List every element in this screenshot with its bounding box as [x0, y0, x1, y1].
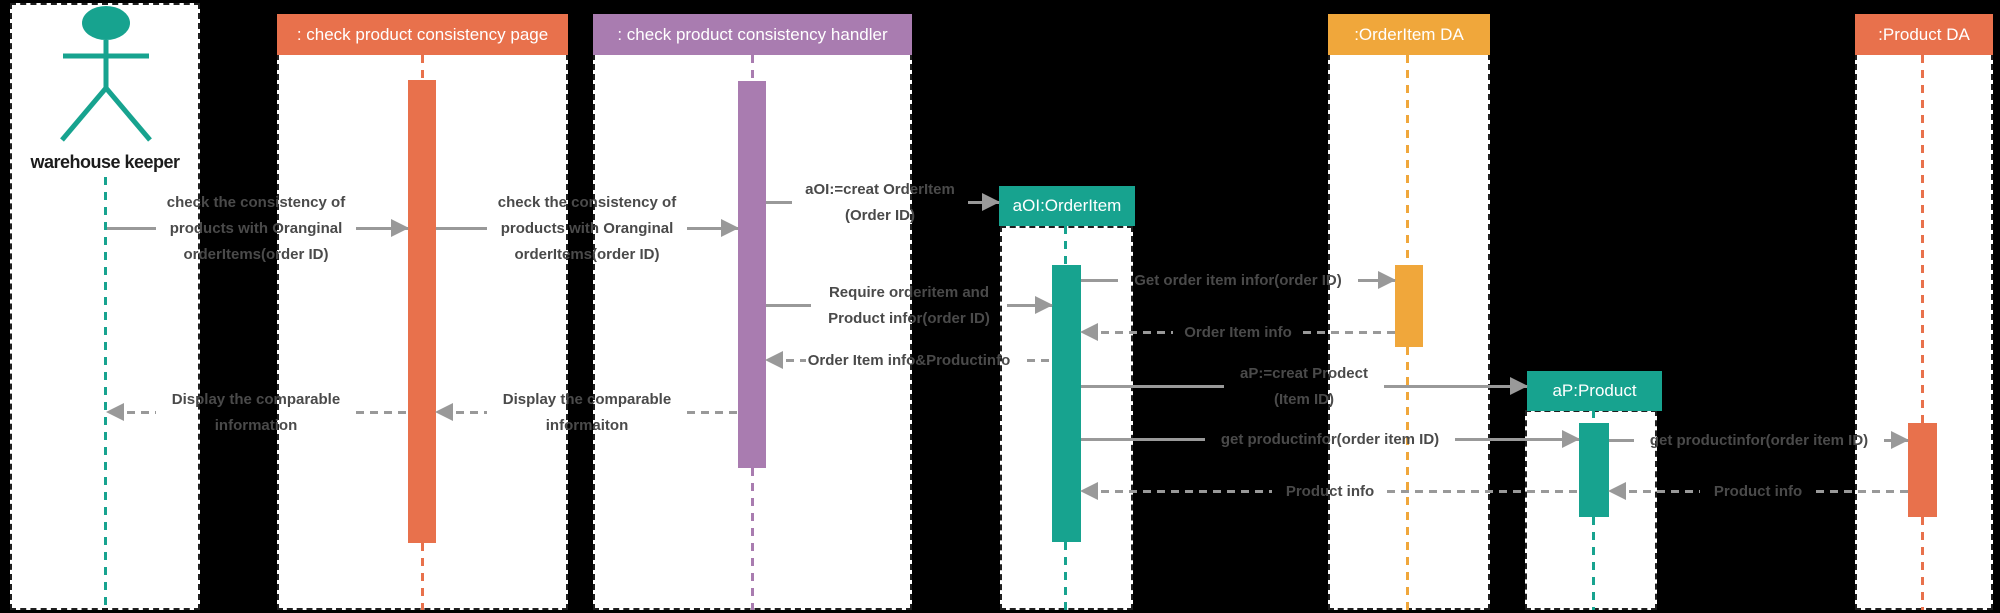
participant-header-page[interactable]: : check product consistency page: [277, 14, 568, 55]
object-box-orderitem[interactable]: aOI:OrderItem: [999, 186, 1135, 226]
participant-header-orderitem-da[interactable]: :OrderItem DA: [1328, 14, 1490, 55]
lifeline-orderitem-da-bottom: [1406, 347, 1409, 610]
participant-header-handler[interactable]: : check product consistency handler: [593, 14, 912, 55]
activation-bar-orderitem-da[interactable]: [1395, 265, 1423, 347]
lifeline-product-top: [1592, 410, 1595, 423]
lifeline-actor: [104, 177, 107, 610]
object-box-product[interactable]: aP:Product: [1527, 371, 1662, 411]
activation-bar-product-da[interactable]: [1908, 423, 1937, 517]
actor-participant: warehouse keeper: [10, 3, 200, 203]
lifeline-handler-bottom: [751, 468, 754, 610]
actor-label: warehouse keeper: [30, 152, 180, 172]
lifeline-product-da-bottom: [1921, 517, 1924, 610]
activation-bar-handler[interactable]: [738, 81, 766, 468]
lifeline-handler-top: [751, 55, 754, 81]
lifeline-orderitem-top: [1064, 226, 1067, 265]
lifeline-orderitem-da-top: [1406, 55, 1409, 265]
activation-bar-product[interactable]: [1579, 423, 1609, 517]
lifeline-page-top: [421, 55, 424, 80]
lifeline-product-bottom: [1592, 517, 1595, 610]
lifeline-product-da-top: [1921, 55, 1924, 423]
activation-bar-orderitem[interactable]: [1052, 265, 1081, 542]
column-band-product-da: [1855, 14, 1993, 610]
activation-bar-page[interactable]: [408, 80, 436, 543]
lifeline-page-bottom: [421, 543, 424, 610]
actor-stick-figure-icon[interactable]: [10, 3, 200, 148]
participant-header-product-da[interactable]: :Product DA: [1855, 14, 1993, 55]
lifeline-orderitem-bottom: [1064, 542, 1067, 610]
